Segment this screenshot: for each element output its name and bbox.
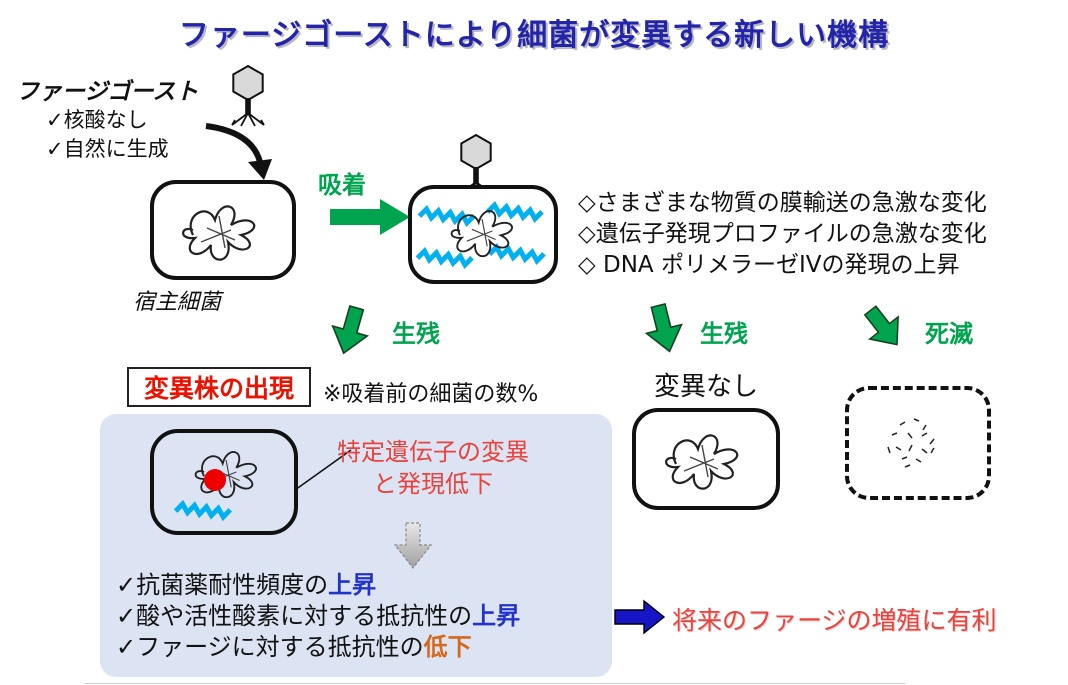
mutated-chromosome-icon (159, 451, 257, 528)
consequence-highlight: 低下 (423, 633, 472, 661)
mutant-strain-title-box: 変異株の出現 (127, 367, 311, 407)
consequence-highlight: 上昇 (472, 602, 521, 630)
outcome-label-die: 死滅 (925, 320, 973, 348)
consequence-list: ✓抗菌薬耐性頻度の上昇 ✓酸や活性酸素に対する抵抗性の上昇 ✓ファージに対する抵… (116, 570, 520, 663)
bottom-divider (85, 683, 905, 684)
phage-ghost-label: ファージゴースト (16, 79, 199, 105)
consequence-item: ✓ファージに対する抵抗性の低下 (116, 632, 520, 663)
effects-list: ◇さまざまな物質の膜輸送の急激な変化 ◇遺伝子発現プロファイルの急激な変化 ◇ … (578, 188, 987, 281)
callout-line1: 特定遺伝子の変異 (337, 438, 529, 466)
down-arrow-icon (855, 298, 912, 357)
no-mutation-label: 変異なし (653, 372, 758, 402)
outcome-label-survive: 生残 (700, 320, 748, 348)
gray-down-arrow-icon (393, 522, 433, 569)
consequence-item: ✓酸や活性酸素に対する抵抗性の上昇 (116, 601, 520, 632)
mutant-cell-box (150, 429, 298, 535)
right-arrow-icon (330, 199, 410, 235)
mutation-dot-icon (204, 469, 226, 491)
phage-ghost-point: ✓核酸なし (46, 108, 148, 132)
host-cell-box (150, 180, 296, 280)
effect-item: ◇ DNA ポリメラーゼIVの発現の上昇 (578, 252, 960, 278)
down-arrow-icon (639, 300, 688, 357)
curved-arrow-icon (205, 123, 272, 180)
phage-ghost-point: ✓自然に生成 (46, 137, 169, 161)
dead-cell-box (845, 386, 991, 500)
outcome-label-survive: 生残 (392, 320, 440, 348)
mutation-callout-text: 特定遺伝子の変異 と発現低下 (308, 436, 558, 500)
effect-item: ◇さまざまな物質の膜輸送の急激な変化 (578, 190, 987, 216)
callout-line (294, 449, 352, 491)
no-mutation-cell-box (632, 408, 780, 510)
dead-debris-icon (887, 418, 935, 468)
consequence-text: ✓ファージに対する抵抗性の (116, 633, 424, 661)
adsorbed-cell-box (408, 185, 558, 284)
consequence-text: ✓抗菌薬耐性頻度の (116, 571, 329, 599)
chromosome-icon (182, 205, 256, 261)
mutant-result-panel (100, 414, 612, 677)
chromosome-icon (665, 434, 739, 490)
consequence-item: ✓抗菌薬耐性頻度の上昇 (116, 570, 520, 601)
callout-line2: と発現低下 (373, 470, 493, 498)
page-title: ファージゴーストにより細菌が変異する新しい機構 (178, 18, 890, 53)
host-cell-label: 宿主細菌 (133, 290, 222, 315)
conclusion-text: 将来のファージの増殖に有利 (672, 606, 997, 635)
adsorption-label: 吸着 (318, 171, 366, 199)
effect-item: ◇遺伝子発現プロファイルの急激な変化 (578, 221, 987, 247)
consequence-text: ✓酸や活性酸素に対する抵抗性の (116, 602, 473, 630)
blue-right-arrow-icon (614, 599, 666, 635)
percentage-note: ※吸着前の細菌の数% (323, 382, 539, 407)
consequence-highlight: 上昇 (328, 571, 377, 599)
chromosome-mrna-icon (413, 191, 553, 279)
down-arrow-icon (325, 302, 375, 359)
